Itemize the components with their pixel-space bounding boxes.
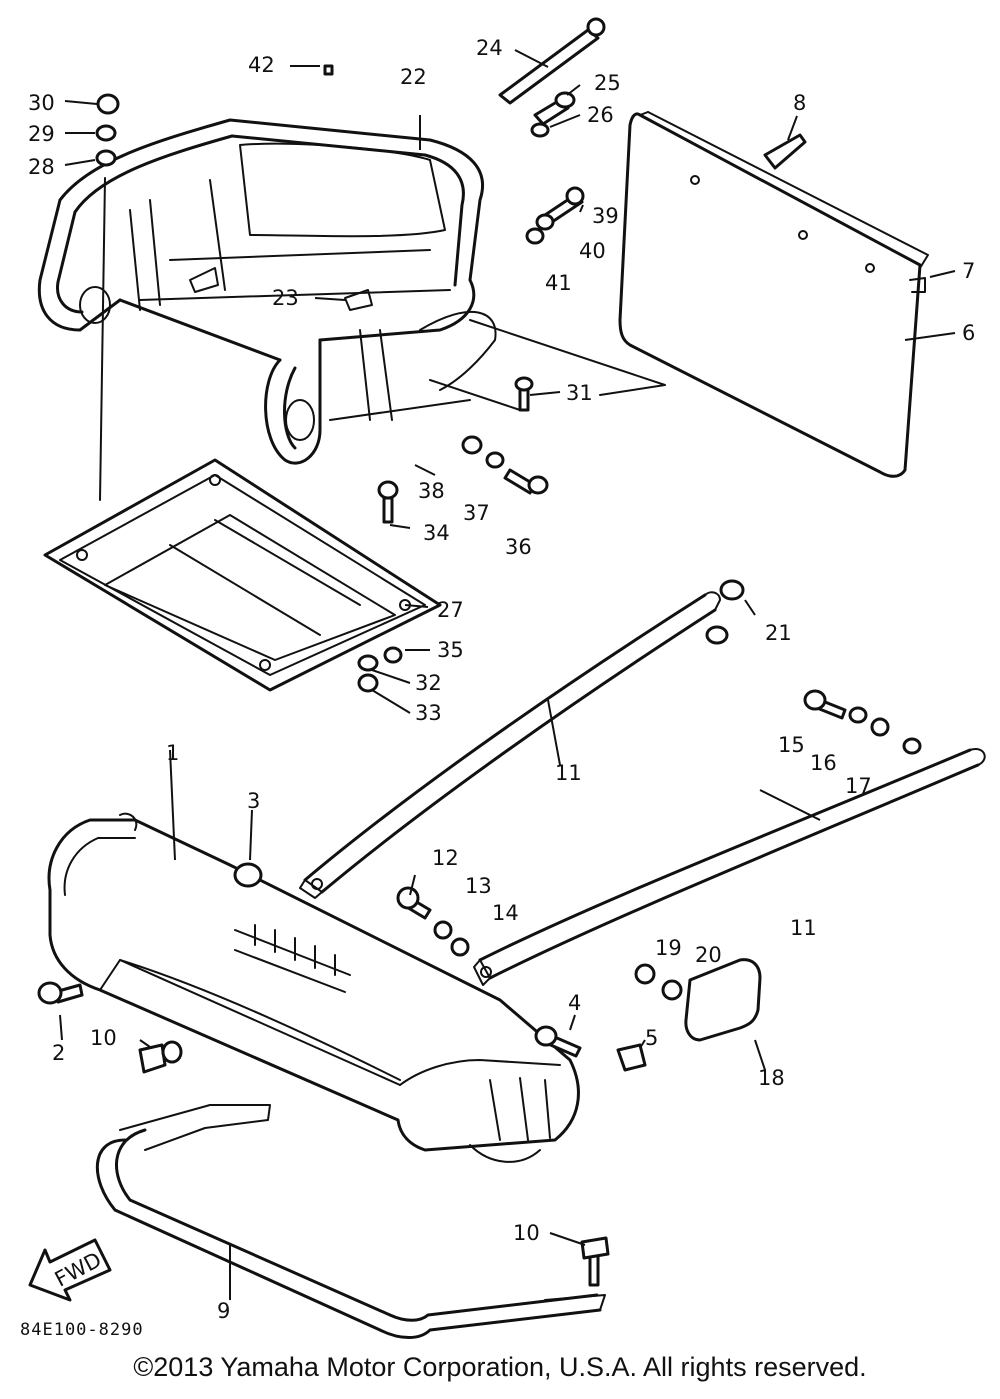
callout-27: 27 (437, 598, 464, 622)
callout-26: 26 (587, 103, 614, 127)
callout-23: 23 (272, 286, 299, 310)
fasteners (95, 17, 606, 693)
callout-13: 13 (465, 874, 492, 898)
callout-29: 29 (28, 122, 55, 146)
callout-21: 21 (765, 621, 792, 645)
callout-42: 42 (248, 53, 275, 77)
callout-14: 14 (492, 901, 519, 925)
rear-bumper (37, 812, 762, 1163)
reference-code: 84E100-8290 (20, 1320, 144, 1340)
callout-32: 32 (415, 671, 442, 695)
callout-5: 5 (645, 1026, 658, 1050)
callout-31: 31 (566, 381, 593, 405)
callout-28: 28 (28, 155, 55, 179)
callout-37: 37 (463, 501, 490, 525)
lower-bar (95, 1104, 610, 1339)
callout-11a: 11 (555, 761, 582, 785)
callout-39: 39 (592, 204, 619, 228)
callout-10b: 10 (513, 1221, 540, 1245)
license-plate (618, 111, 929, 478)
fwd-arrow: FWD (28, 1238, 112, 1302)
callout-1: 1 (166, 741, 179, 765)
callout-18: 18 (758, 1066, 785, 1090)
callout-38: 38 (418, 479, 445, 503)
carrier-plate (43, 458, 442, 692)
leader-lines (59, 49, 956, 1300)
callout-10a: 10 (90, 1026, 117, 1050)
callout-25: 25 (594, 71, 621, 95)
grab-bars (299, 579, 986, 986)
callout-24: 24 (476, 36, 503, 60)
callout-9: 9 (217, 1299, 230, 1323)
callout-40: 40 (579, 239, 606, 263)
callout-22: 22 (400, 65, 427, 89)
callout-3: 3 (247, 789, 260, 813)
callout-33: 33 (415, 701, 442, 725)
callouts: 30 29 28 42 22 24 25 26 8 39 40 41 7 6 2… (28, 36, 975, 1323)
callout-15: 15 (778, 733, 805, 757)
callout-35: 35 (437, 638, 464, 662)
callout-4: 4 (568, 991, 581, 1015)
callout-17: 17 (845, 774, 872, 798)
callout-41: 41 (545, 271, 572, 295)
callout-11b: 11 (790, 916, 817, 940)
copyright-notice: ©2013 Yamaha Motor Corporation, U.S.A. A… (133, 1352, 867, 1382)
callout-30: 30 (28, 91, 55, 115)
callout-2: 2 (52, 1041, 65, 1065)
callout-19: 19 (655, 936, 682, 960)
callout-36: 36 (505, 535, 532, 559)
callout-8: 8 (793, 91, 806, 115)
callout-12: 12 (432, 846, 459, 870)
callout-34: 34 (423, 521, 450, 545)
callout-6: 6 (962, 321, 975, 345)
cargo-rack (37, 118, 666, 465)
callout-20: 20 (695, 943, 722, 967)
callout-16: 16 (810, 751, 837, 775)
callout-7: 7 (962, 259, 975, 283)
